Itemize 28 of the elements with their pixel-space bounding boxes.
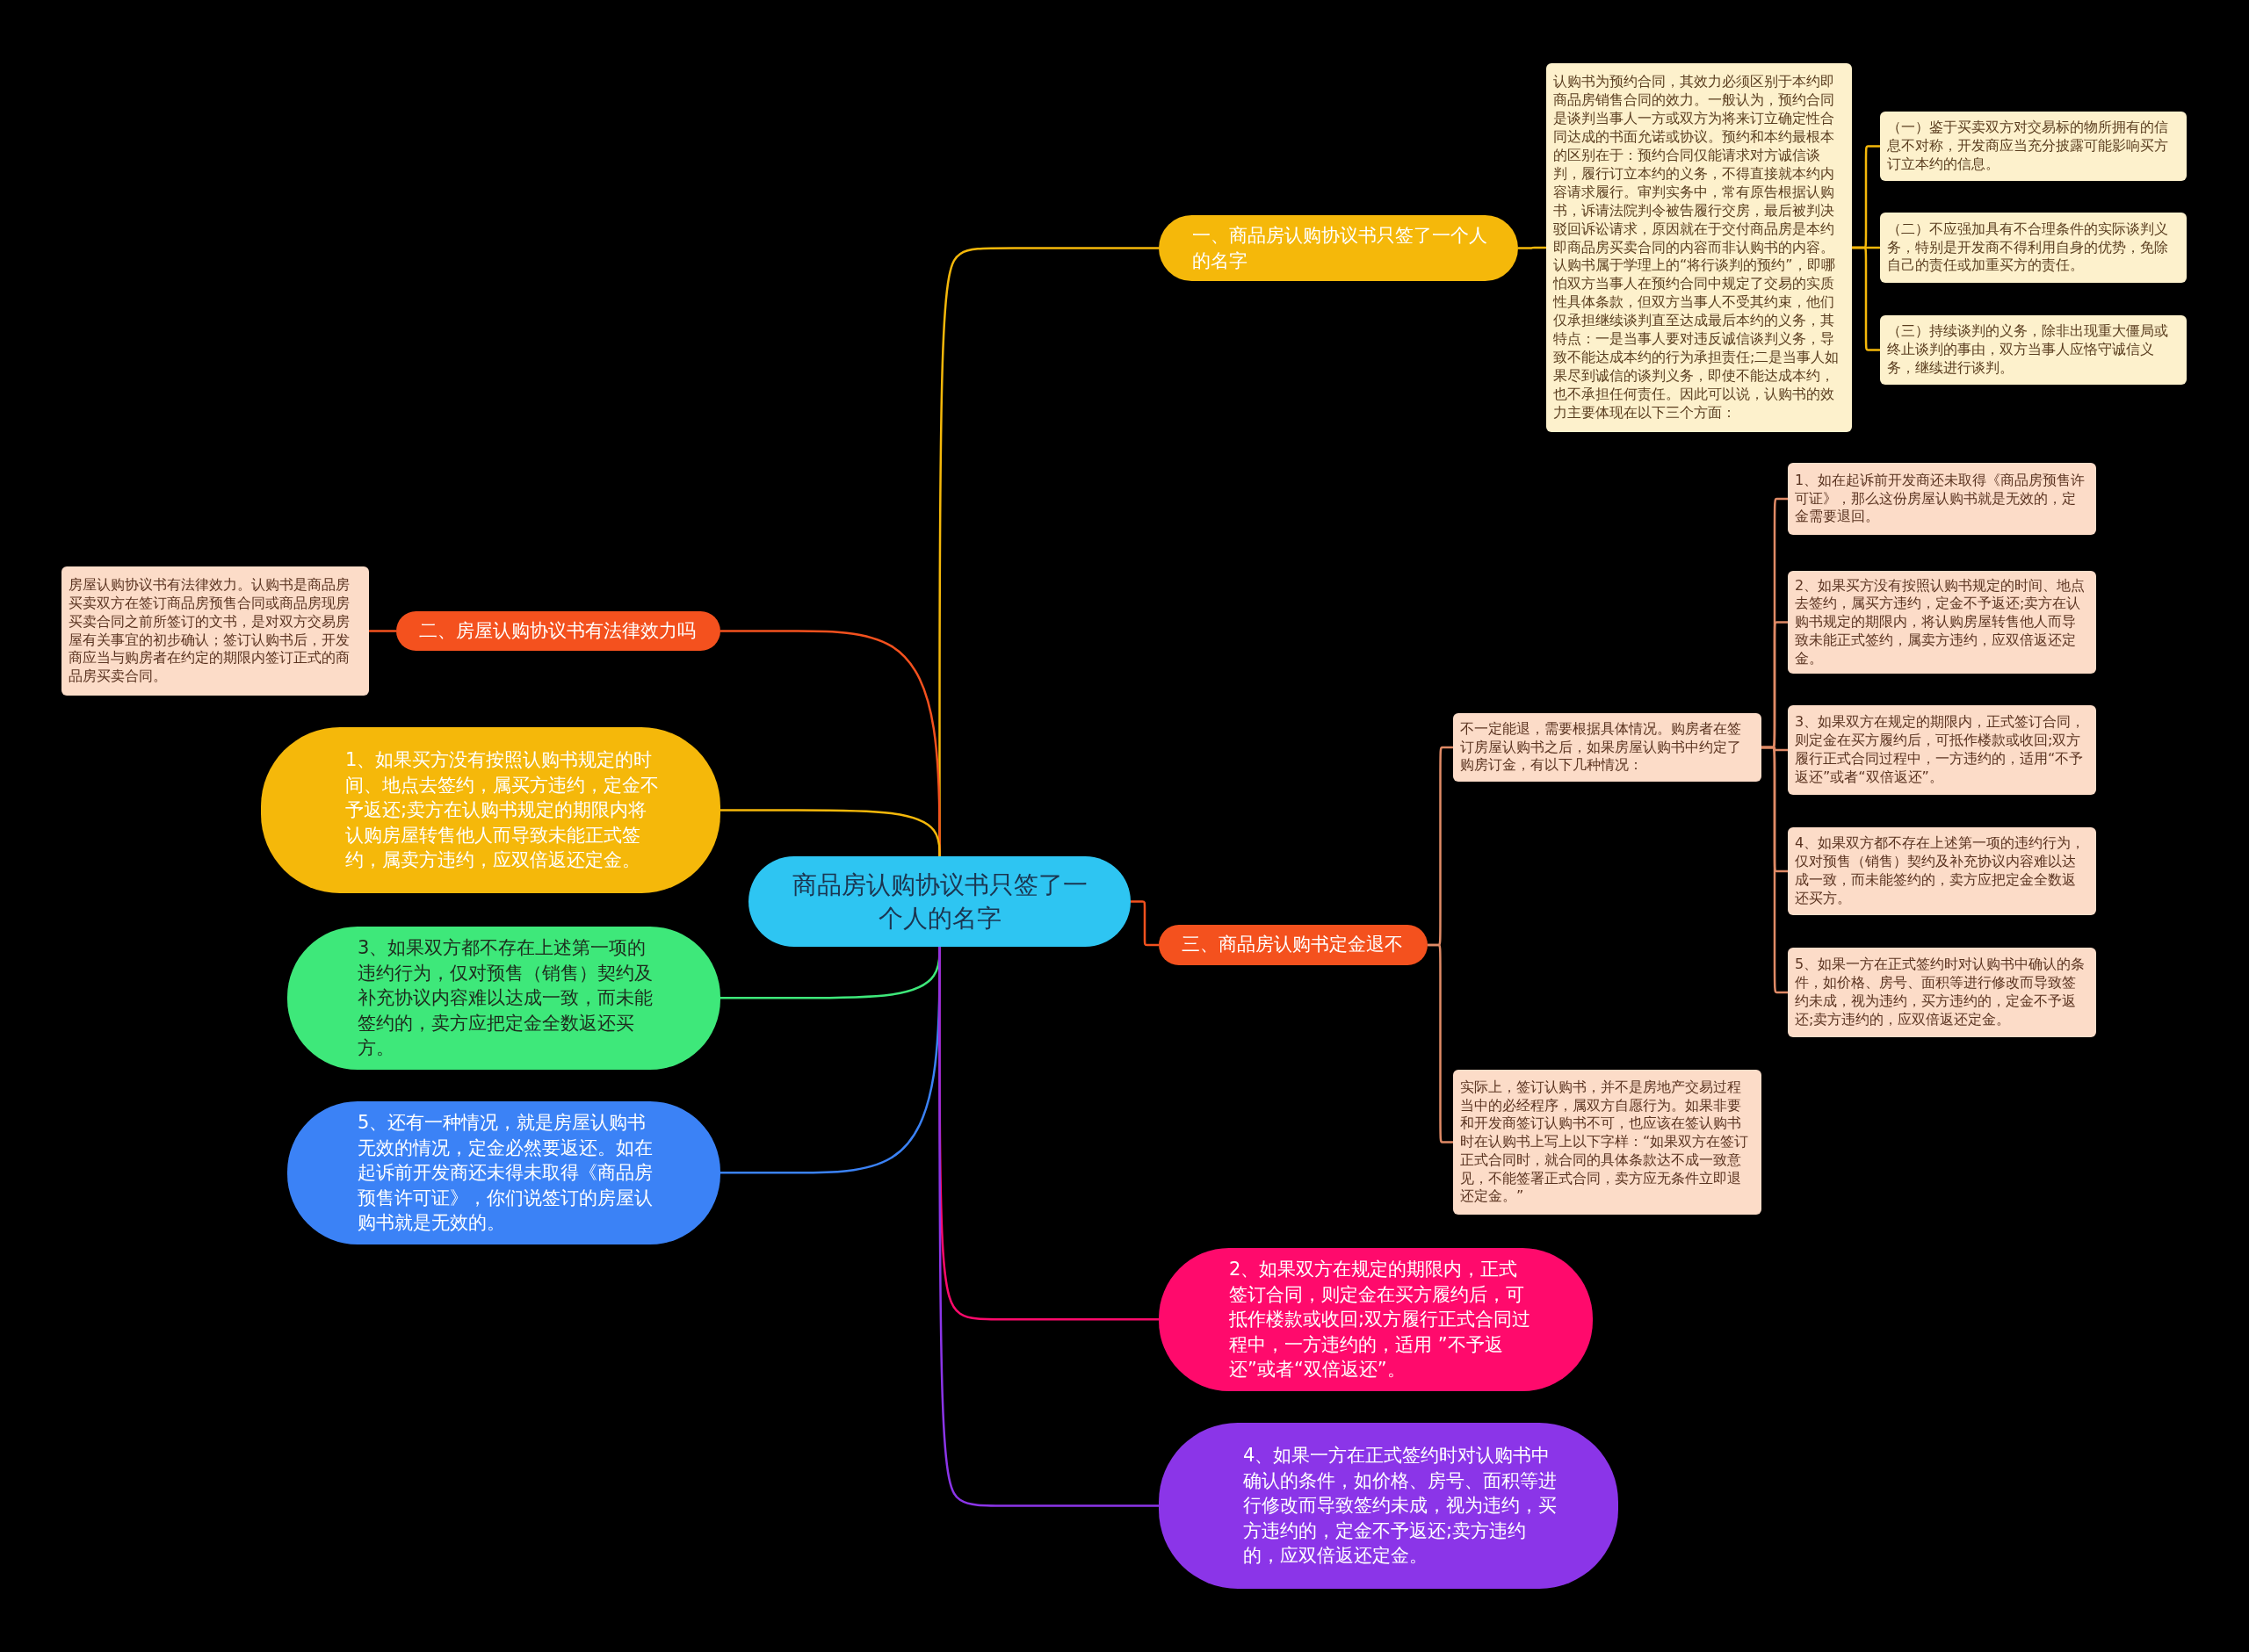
connector-line (1852, 246, 1880, 351)
connector-line (1761, 746, 1788, 994)
note-card: 3、如果双方在规定的期限内，正式签订合同，则定金在买方履约后，可抵作楼款或收回;双方履行正式合同过程中，一方违约的，适用“不予返还”或者“双倍返还”。 (1788, 705, 2096, 795)
topic-node: 1、如果买方没有按照认购书规定的时间、地点去签约，属买方违约，定金不予返还;卖方在认购书规定的期限内将认购房屋转售他人而导致未能正式签约，属卖方违约，应双倍返还定金。 (261, 727, 720, 893)
note-card: 5、如果一方在正式签约时对认购书中确认的条件，如价格、房号、面积等进行修改而导致签约未成，视为违约，买方违约的，定金不予返还;卖方违约的，应双倍返还定金。 (1788, 948, 2096, 1037)
topic-node: 4、如果一方在正式签约时对认购书中确认的条件，如价格、房号、面积等进行修改而导致签约未成，视为违约，买方违约的，定金不予返还;卖方违约的，应双倍返还定金。 (1159, 1423, 1618, 1589)
connector-line (1428, 943, 1453, 1143)
connector-line (1131, 900, 1159, 947)
topic-node: 一、商品房认购协议书只签了一个人的名字 (1159, 215, 1518, 281)
note-card: 不一定能退，需要根据具体情况。购房者在签订房屋认购书之后，如果房屋认购书中约定了购房订金，有以下几种情况： (1453, 713, 1761, 782)
note-card: 实际上，签订认购书，并不是房地产交易过程当中的必经程序，属双方自愿行为。如果非要和开发商签订认购书不可，也应该在签认购书时在认购书上写上以下字样：“如果双方在签订正式合同时，就合同的具体条款达不成一致意见，不能签署正式合同，卖方应无条件立即退还定金。” (1453, 1070, 1761, 1215)
note-card: 房屋认购协议书有法律效力。认购书是商品房买卖双方在签订商品房预售合同或商品房现房买卖合同之前所签订的文书，是对双方交易房屋有关事宜的初步确认；签订认购书后，开发商应当与购房者在约定的期限内签订正式的商品房买卖合同。 (61, 566, 369, 696)
note-card: 认购书为预约合同，其效力必须区别于本约即商品房销售合同的效力。一般认为，预约合同是谈判当事人一方或双方为将来订立确定性合同达成的书面允诺或协议。预约和本约最根本的区别在于：预约合同仅能请求对方诚信谈判，履行订立本约的义务，不得直接就本约内容请求履行。审判实务中，常有原告根据认购书，诉请法院判令被告履行交房，最后被判决驳回诉讼请求，原因就在于交付商品房是本约即商品房买卖合同的内容而非认购书的内容。认购书属于学理上的“将行谈判的预约”，即哪怕双方当事人在预约合同中规定了交易的实质性具体条款，但双方当事人不受其约束，他们仅承担继续谈判直至达成最后本约的义务，其特点：一是当事人要对违反诚信谈判义务，导致不能达成本约的行为承担责任;二是当事人如果尽到诚信的谈判义务，即使不能达成本约，也不承担任何责任。因此可以说，认购书的效力主要体现在以下三个方面： (1546, 63, 1852, 432)
topic-node: 2、如果双方在规定的期限内，正式签订合同，则定金在买方履约后，可抵作楼款或收回;双方履行正式合同过程中，一方违约的，适用 ”不予返还”或者“双倍返还”。 (1159, 1248, 1593, 1391)
topic-node: 5、还有一种情况，就是房屋认购书无效的情况，定金必然要返还。如在起诉前开发商还未得未取得《商品房预售许可证》，你们说签订的房屋认购书就是无效的。 (287, 1101, 720, 1244)
note-card: （一）鉴于买卖双方对交易标的物所拥有的信息不对称，开发商应当充分披露可能影响买方订立本约的信息。 (1880, 112, 2187, 181)
note-card: （二）不应强加具有不合理条件的实际谈判义务，特别是开发商不得利用自身的优势，免除自己的责任或加重买方的责任。 (1880, 213, 2187, 283)
note-card: 4、如果双方都不存在上述第一项的违约行为，仅对预售（销售）契约及补充协议内容难以达成一致，而未能签约的，卖方应把定金全数返还买方。 (1788, 827, 2096, 915)
connector-line (1518, 246, 1546, 249)
topic-node: 三、商品房认购书定金退不 (1159, 925, 1428, 965)
topic-node: 3、如果双方都不存在上述第一项的违约行为，仅对预售（销售）契约及补充协议内容难以达成一致，而未能签约的，卖方应把定金全数返还买方。 (287, 927, 720, 1070)
central-topic: 商品房认购协议书只签了一个人的名字 (748, 856, 1131, 947)
note-card: 1、如在起诉前开发商还未取得《商品房预售许可证》，那么这份房屋认购书就是无效的，定金需要退回。 (1788, 463, 2096, 535)
note-card: 2、如果买方没有按照认购书规定的时间、地点去签约，属买方违约，定金不予返还;卖方在认购书规定的期限内，将认购房屋转售他人而导致未能正式签约，属卖方违约，应双倍返还定金。 (1788, 571, 2096, 674)
note-card: （三）持续谈判的义务，除非出现重大僵局或终止谈判的事由，双方当事人应恪守诚信义务，继续进行谈判。 (1880, 315, 2187, 385)
topic-node: 二、房屋认购协议书有法律效力吗 (396, 611, 720, 651)
connector-line (720, 809, 941, 856)
connector-line (369, 630, 396, 632)
